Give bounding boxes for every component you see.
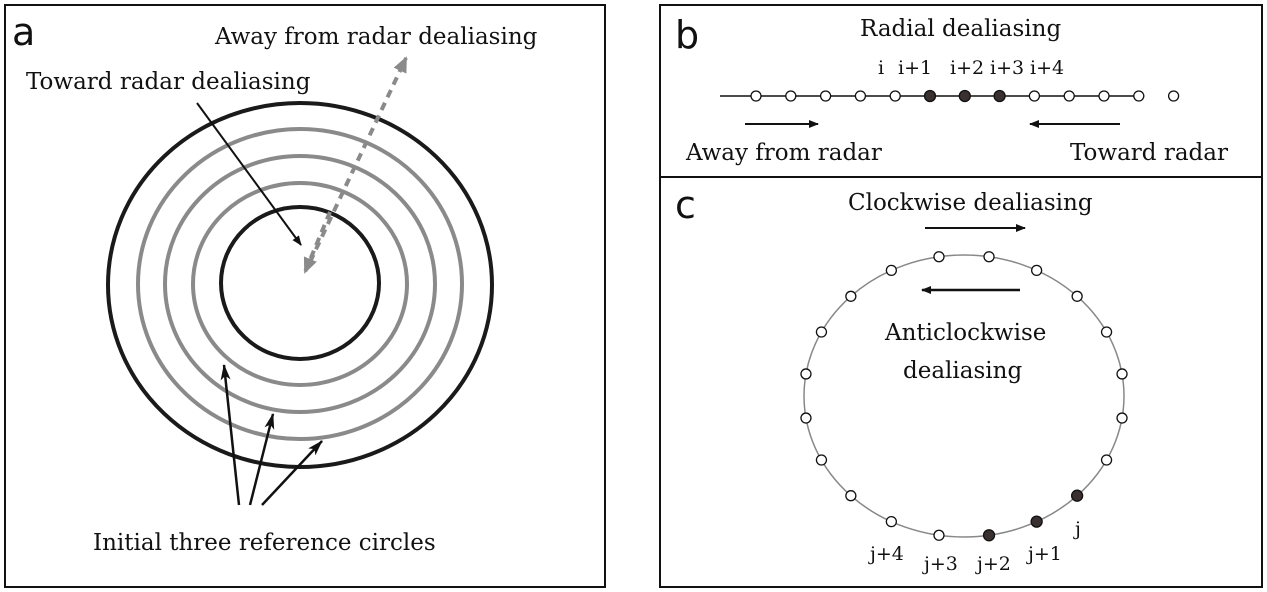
azimuth-point: [933, 251, 945, 263]
azimuth-point: [1116, 412, 1128, 424]
anticlockwise-label-line2: dealiasing: [903, 358, 1022, 384]
radial-points: [750, 89, 1180, 103]
index-j3: j+3: [922, 553, 958, 575]
azimuth-point: [885, 515, 898, 528]
radial-point: [1063, 90, 1075, 102]
radial-point: [1028, 90, 1041, 102]
radial-point: [1133, 90, 1145, 102]
azimuth-point: [885, 264, 898, 277]
azimuth-point: [983, 251, 995, 263]
index-j: j: [1073, 518, 1081, 540]
reference-arrow-2: [248, 413, 275, 506]
inner-boundary-circle: [219, 205, 381, 361]
radial-point: [923, 89, 937, 103]
radial-point: [993, 89, 1006, 103]
reference-circle-1: [191, 181, 409, 387]
panel-b-label: b: [675, 13, 699, 57]
away-from-radar-text: Away from radar: [685, 140, 882, 166]
toward-radar-arrow: [196, 102, 302, 246]
reference-circles-label: Initial three reference circles: [93, 530, 436, 556]
azimuth-point: [815, 326, 828, 338]
reference-arrow-1: [220, 364, 241, 506]
index-j2: j+2: [975, 553, 1011, 575]
panel-a-frame: [4, 4, 606, 588]
anticlockwise-label-line1: Anticlockwise: [884, 320, 1046, 346]
panel-a-label: a: [12, 10, 35, 54]
radial-point: [1167, 90, 1180, 102]
radial-point: [750, 90, 762, 102]
azimuth-points: [800, 251, 1128, 542]
outer-boundary-circle: [106, 101, 494, 469]
radial-point: [819, 90, 832, 102]
azimuth-point: [1071, 290, 1083, 302]
index-i3: i+3: [990, 57, 1024, 79]
toward-radar-label: Toward radar dealiasing: [26, 69, 311, 95]
azimuth-point: [1030, 515, 1043, 528]
radial-point: [854, 90, 867, 102]
azimuth-point: [1100, 326, 1113, 338]
index-i1: i+1: [898, 57, 932, 79]
inward-dashed-arrow: [303, 211, 332, 274]
reference-arrow-3: [261, 440, 323, 506]
away-from-radar-label: Away from radar dealiasing: [214, 24, 538, 50]
azimuth-point: [845, 290, 857, 302]
azimuth-point: [1070, 489, 1084, 502]
away-dashed-arrow: [308, 56, 408, 263]
radial-point: [889, 90, 901, 102]
index-j1: j+1: [1026, 543, 1062, 565]
azimuth-point: [800, 368, 812, 380]
azimuth-point: [1100, 454, 1113, 466]
azimuth-point: [845, 490, 857, 502]
radial-dealiasing-title: Radial dealiasing: [860, 16, 1061, 42]
toward-radar-text: Toward radar: [1070, 140, 1228, 166]
index-i2: i+2: [950, 57, 984, 79]
panel-c-frame: [659, 176, 1263, 588]
azimuth-point: [933, 529, 945, 541]
azimuth-point: [1030, 264, 1043, 277]
azimuth-point: [1116, 368, 1128, 380]
index-i4: i+4: [1030, 57, 1064, 79]
azimuth-point: [800, 412, 812, 424]
azimuth-circle: [803, 254, 1125, 538]
index-j4: j+4: [868, 543, 904, 565]
reference-circle-2: [163, 154, 437, 414]
radial-point: [1098, 90, 1110, 102]
clockwise-label: Clockwise dealiasing: [848, 190, 1093, 216]
azimuth-point: [815, 454, 828, 466]
radial-point: [785, 90, 797, 102]
index-i: i: [878, 57, 884, 79]
reference-circle-3: [136, 127, 464, 441]
azimuth-point: [982, 529, 996, 542]
panel-c-label: c: [675, 183, 696, 227]
radial-point: [958, 89, 971, 103]
